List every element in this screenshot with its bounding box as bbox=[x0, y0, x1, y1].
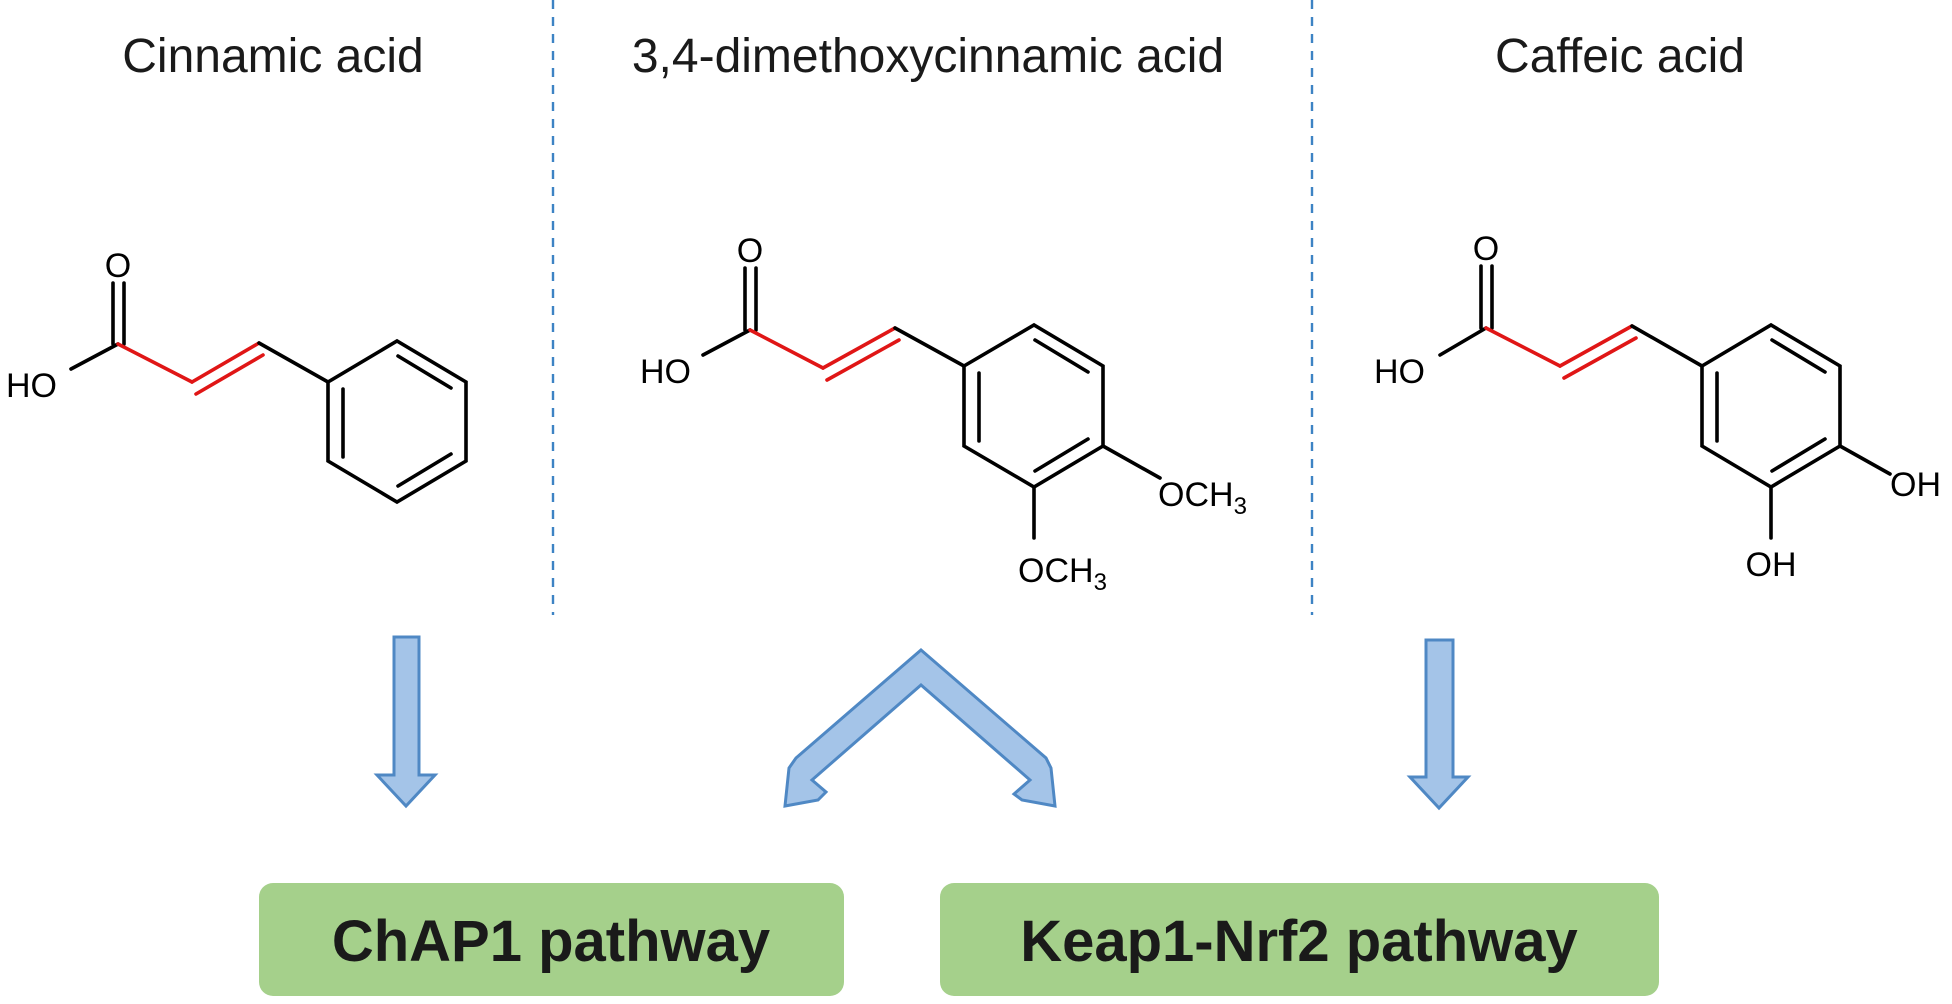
ring-double-bond-2 bbox=[396, 452, 453, 488]
compound-title-cinnamic-acid: Cinnamic acid bbox=[122, 30, 423, 83]
bond-alpha bbox=[116, 342, 194, 384]
atom-methoxy-para: OCH3 bbox=[1158, 476, 1247, 520]
methoxy-subscript: 3 bbox=[1234, 493, 1247, 520]
atom-methoxy-meta: OCH3 bbox=[1018, 552, 1107, 596]
compound-title-dimethoxycinnamic-acid: 3,4-dimethoxycinnamic acid bbox=[632, 30, 1224, 83]
ring-double-bond-1 bbox=[396, 354, 453, 390]
pathway-box-keap1-nrf2: Keap1-Nrf2 pathway bbox=[940, 883, 1659, 996]
bond-ring-methoxy-4 bbox=[1101, 444, 1162, 480]
structure-cinnamic-acid: O HO bbox=[6, 247, 468, 505]
bond-to-ring bbox=[257, 341, 330, 384]
atom-hydroxyl-para: OH bbox=[1890, 466, 1941, 504]
down-arrow-right bbox=[1406, 638, 1472, 811]
down-arrow-left bbox=[373, 635, 439, 809]
pathway-label-keap1-nrf2: Keap1-Nrf2 pathway bbox=[1020, 909, 1578, 974]
pathway-label-chap1: ChAP1 pathway bbox=[332, 909, 770, 974]
bond-alpha-beta-double-b bbox=[194, 353, 265, 396]
methoxy-text: OCH bbox=[1158, 476, 1234, 514]
atom-hydroxyl: HO bbox=[1374, 353, 1425, 391]
bond-alpha-beta-double-a bbox=[190, 341, 261, 384]
bond-alpha-beta-double-b bbox=[825, 338, 901, 382]
benzene-ring bbox=[1700, 322, 1842, 490]
bond-c-oh bbox=[69, 342, 120, 371]
pathway-box-background bbox=[940, 883, 1659, 996]
bond-alpha bbox=[748, 328, 825, 370]
bond-alpha-beta-double-a bbox=[821, 326, 897, 370]
bond-ring-hydroxyl-4 bbox=[1838, 444, 1892, 476]
pathway-box-chap1: ChAP1 pathway bbox=[259, 883, 844, 996]
chevron-arrow-center bbox=[783, 648, 1057, 808]
benzene-ring bbox=[962, 322, 1105, 490]
structure-dimethoxycinnamic-acid: O HO OCH3 OCH3 bbox=[640, 232, 1247, 596]
bond-alpha bbox=[1484, 326, 1562, 368]
ring-double-bond-2 bbox=[1770, 437, 1827, 473]
structure-caffeic-acid: O HO OH OH bbox=[1374, 230, 1941, 584]
atom-carbonyl-oxygen: O bbox=[105, 247, 131, 285]
compound-title-caffeic-acid: Caffeic acid bbox=[1495, 30, 1745, 83]
atom-hydroxyl: HO bbox=[6, 367, 57, 405]
ring-double-bond-2 bbox=[1033, 437, 1090, 473]
bond-c-oh bbox=[701, 328, 752, 357]
bond-alpha-beta-double-a bbox=[1558, 324, 1634, 368]
atom-carbonyl-oxygen: O bbox=[737, 232, 763, 270]
methoxy-text: OCH bbox=[1018, 552, 1094, 590]
bond-c-oh bbox=[1438, 326, 1488, 357]
pathway-box-background bbox=[259, 883, 844, 996]
bond-to-ring bbox=[893, 326, 966, 368]
bond-to-ring bbox=[1630, 324, 1704, 368]
atom-carbonyl-oxygen: O bbox=[1473, 230, 1499, 268]
phenyl-ring bbox=[326, 338, 468, 505]
ring-double-bond-1 bbox=[1770, 338, 1827, 374]
methoxy-subscript: 3 bbox=[1094, 569, 1107, 596]
bond-alpha-beta-double-b bbox=[1562, 336, 1638, 380]
ring-double-bond-1 bbox=[1033, 338, 1090, 374]
atom-hydroxyl-meta: OH bbox=[1746, 546, 1797, 584]
atom-hydroxyl: HO bbox=[640, 353, 691, 391]
